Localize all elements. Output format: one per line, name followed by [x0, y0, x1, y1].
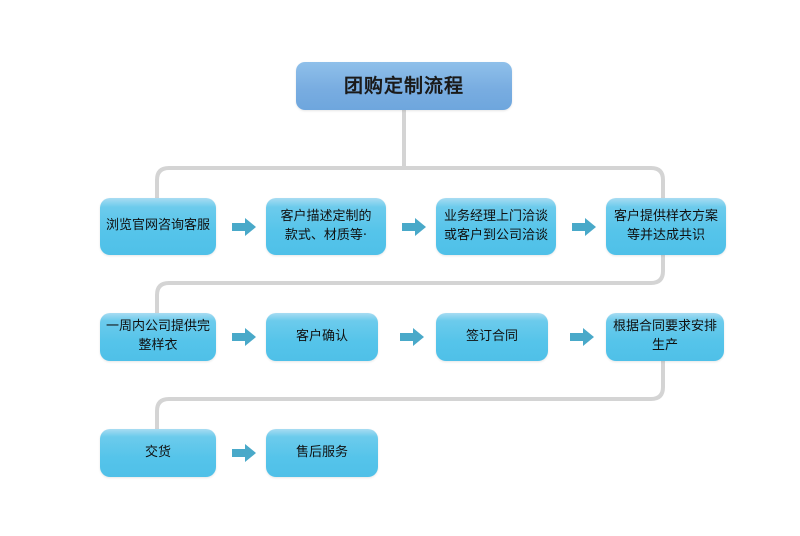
process-node-7[interactable]: 签订合同: [436, 313, 548, 361]
arrow-1-to-2: [230, 216, 258, 238]
process-node-4-label: 客户提供样衣方案 等并达成共识: [613, 208, 718, 243]
process-node-3-label: 业务经理上门洽谈 或客户到公司洽谈: [443, 208, 548, 243]
process-node-5[interactable]: 一周内公司提供完 整样衣: [100, 313, 216, 361]
process-node-7-label: 签订合同: [465, 328, 518, 344]
process-node-9-label: 交货: [144, 444, 171, 460]
process-node-10[interactable]: 售后服务: [266, 429, 378, 477]
process-node-6-label: 客户确认: [295, 328, 348, 344]
arrow-5-to-6: [230, 326, 258, 348]
process-node-9[interactable]: 交货: [100, 429, 216, 477]
edge-title-to-row1: [155, 110, 665, 198]
process-node-2[interactable]: 客户描述定制的 款式、材质等·: [266, 198, 386, 255]
edge-row2-to-row3: [155, 361, 665, 429]
arrow-3-to-4: [570, 216, 598, 238]
process-node-4[interactable]: 客户提供样衣方案 等并达成共识: [606, 198, 726, 255]
arrow-6-to-7: [398, 326, 426, 348]
arrow-9-to-10: [230, 442, 258, 464]
process-node-8-label: 根据合同要求安排 生产: [612, 319, 717, 353]
edge-row1-to-row2: [155, 255, 665, 313]
process-node-3[interactable]: 业务经理上门洽谈 或客户到公司洽谈: [436, 198, 556, 255]
arrow-7-to-8: [568, 326, 596, 348]
arrow-2-to-3: [400, 216, 428, 238]
process-node-1[interactable]: 浏览官网咨询客服: [100, 198, 216, 255]
process-node-10-label: 售后服务: [295, 444, 348, 460]
process-node-8[interactable]: 根据合同要求安排 生产: [606, 313, 724, 361]
process-node-1-label: 浏览官网咨询客服: [106, 218, 211, 234]
flowchart-title[interactable]: 团购定制流程: [296, 62, 512, 110]
process-node-6[interactable]: 客户确认: [266, 313, 378, 361]
process-node-5-label: 一周内公司提供完 整样衣: [106, 319, 211, 353]
process-node-2-label: 客户描述定制的 款式、材质等·: [280, 208, 372, 243]
flowchart-title-label: 团购定制流程: [343, 74, 464, 97]
